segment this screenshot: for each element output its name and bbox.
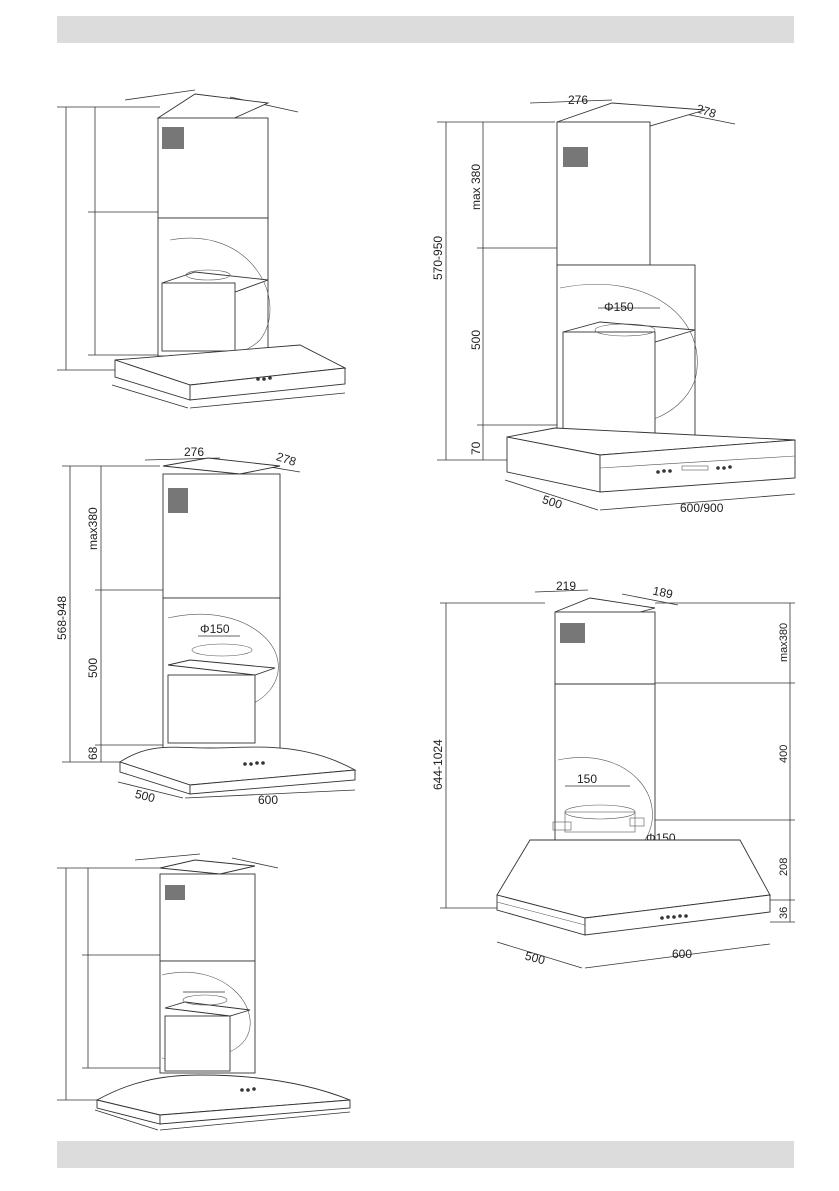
fig3-top-width: 276 (184, 445, 204, 459)
fig3-top-depth: 278 (275, 449, 299, 469)
fig5-lower-height: 400 (778, 745, 790, 763)
fig5-width: 600 (672, 947, 692, 961)
fig5-flange-width: 150 (577, 772, 597, 786)
hood-figure-2: 276 278 570-950 max 380 500 70 Φ150 500 … (431, 93, 796, 515)
vent-grille-icon (165, 885, 185, 900)
fig5-base-height: 36 (778, 907, 790, 919)
hood-figure-3: 276 278 568-948 max380 500 68 Φ150 500 6… (55, 445, 357, 807)
vent-grille-icon (560, 623, 585, 643)
fig3-chimney-height: max380 (86, 507, 100, 550)
vent-grille-icon (162, 127, 184, 149)
fig3-width: 600 (258, 793, 278, 807)
vent-grille-icon (563, 147, 588, 167)
fig2-top-width: 276 (568, 93, 588, 107)
fig5-depth: 500 (524, 949, 547, 968)
fig3-total-height: 568-948 (55, 596, 69, 640)
vent-grille-icon (168, 488, 188, 513)
fig2-base-height: 70 (469, 441, 483, 455)
fig2-chimney-height: max 380 (469, 164, 483, 210)
fig5-top-depth: 189 (652, 584, 675, 602)
fig2-total-height: 570-950 (431, 236, 445, 280)
hood-figure-5: 219 189 644-1024 max380 400 208 36 150 Φ… (431, 579, 795, 969)
fig3-depth: 500 (134, 787, 157, 806)
hood-figure-1 (57, 89, 347, 409)
hood-figure-4 (57, 853, 351, 1131)
fig2-top-depth: 278 (695, 101, 719, 121)
fig2-duct-diameter: Φ150 (604, 300, 634, 314)
fig2-lower-height: 500 (469, 330, 483, 350)
fig5-chimney-height: max380 (778, 623, 790, 662)
fig3-lower-height: 500 (86, 658, 100, 678)
fig5-mid-height: 208 (778, 858, 790, 876)
header-bar (57, 16, 794, 43)
fig3-duct-diameter: Φ150 (200, 622, 230, 636)
fig2-depth: 500 (540, 492, 564, 512)
fig5-total-height: 644-1024 (431, 739, 445, 790)
fig5-top-width: 219 (556, 579, 576, 593)
fig3-base-height: 68 (86, 746, 100, 760)
footer-bar (57, 1141, 794, 1168)
fig2-width: 600/900 (680, 501, 724, 515)
